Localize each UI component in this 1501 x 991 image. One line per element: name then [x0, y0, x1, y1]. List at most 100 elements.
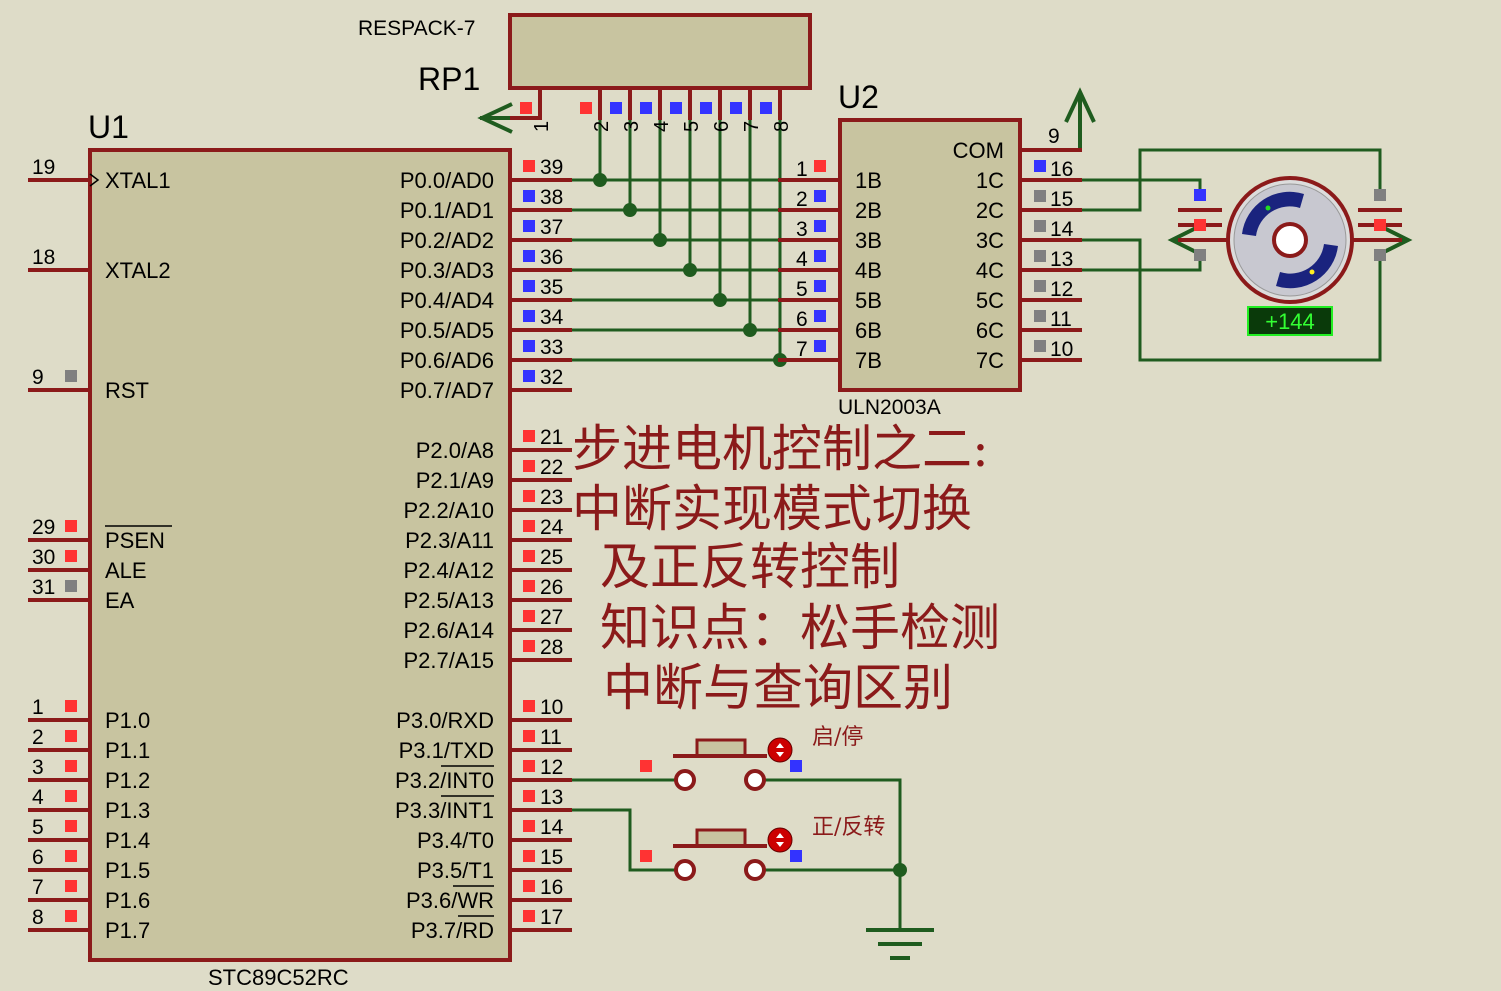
u1-pin-state-square — [523, 730, 535, 742]
u1-pin-label: XTAL2 — [105, 258, 171, 283]
u1-pin-number: 7 — [32, 876, 44, 899]
u1-pin-label: P2.0/A8 — [416, 438, 494, 463]
u1-pin-state-square — [523, 190, 535, 202]
rp1-pin-number: 5 — [681, 121, 703, 132]
rp1-pin-number: 7 — [741, 121, 763, 132]
u1-pin-state-square — [65, 850, 77, 862]
u1-pin-label: P3.2/INT0 — [395, 768, 494, 793]
rp1-pin-number: 3 — [621, 121, 643, 132]
button-toggle-icon — [767, 827, 793, 853]
u1-pin-label: P1.7 — [105, 918, 150, 943]
u1-pin-state-square — [65, 700, 77, 712]
u1-pin-number: 36 — [540, 246, 563, 269]
u1-pin-label: P0.4/AD4 — [400, 288, 494, 313]
u1-pin-state-square — [523, 220, 535, 232]
u1-pin-label: P0.6/AD6 — [400, 348, 494, 373]
motor-shaft — [1272, 222, 1308, 258]
annotation-line: 知识点：松手检测 — [600, 599, 1000, 657]
u1-pin-number: 6 — [32, 846, 44, 869]
u1-pin-number: 26 — [540, 576, 563, 599]
u2-pin-number: 2 — [796, 188, 808, 211]
u1-pin-state-square — [65, 760, 77, 772]
u2-pin-label: 4B — [855, 258, 882, 283]
u1-pin-state-square — [523, 640, 535, 652]
u1-pin-label: P2.5/A13 — [403, 588, 494, 613]
u1-pin-label: P1.2 — [105, 768, 150, 793]
u1-pin-state-square — [65, 550, 77, 562]
u1-pin-number: 32 — [540, 366, 563, 389]
u1-pin-state-square — [523, 880, 535, 892]
u1-pin-state-square — [523, 580, 535, 592]
u2-pin-state-square — [814, 220, 826, 232]
u1-pin-number: 25 — [540, 546, 563, 569]
motor-readout-box — [1247, 306, 1333, 336]
u1-pin-number: 4 — [32, 786, 44, 809]
u2-com-power-arrow — [1064, 87, 1096, 150]
u2-pin-state-square — [814, 340, 826, 352]
button-pin-square — [790, 760, 802, 772]
wire-junction — [653, 233, 667, 247]
annotation-line: 中断实现模式切换 — [572, 480, 972, 538]
motor-rotor-arc — [1276, 244, 1338, 289]
rp1-pin-state-square — [580, 102, 592, 114]
u1-pin-label: XTAL1 — [105, 168, 171, 193]
u2-pin-number: 6 — [796, 308, 808, 331]
u2-ref-label: U2 — [838, 79, 879, 115]
u1-pin-state-square — [523, 310, 535, 322]
wire-junction — [743, 323, 757, 337]
u2-pin-label: 1C — [976, 168, 1004, 193]
motor-indicator — [1265, 205, 1271, 211]
u1-pin-label: RST — [105, 378, 149, 403]
u1-pin-label: P0.0/AD0 — [400, 168, 494, 193]
u2-pin-state-square — [814, 250, 826, 262]
u1-pin-state-square — [65, 520, 77, 532]
rp1-ref-label: RP1 — [418, 61, 480, 97]
u1-pin-label: P0.1/AD1 — [400, 198, 494, 223]
u1-pin-state-square — [523, 790, 535, 802]
u2-pin-state-square — [1034, 250, 1046, 262]
rp1-pin-number: 4 — [651, 121, 673, 132]
u1-pin-label: P1.6 — [105, 888, 150, 913]
start-stop-button[interactable] — [640, 737, 802, 791]
u1-pin-number: 17 — [540, 906, 563, 929]
u1-pin-state-square — [65, 880, 77, 892]
u2-pin-label: 5B — [855, 288, 882, 313]
u1-pin-label: P3.0/RXD — [396, 708, 494, 733]
u2-pin-number: 4 — [796, 248, 808, 271]
u1-pin-number: 13 — [540, 786, 563, 809]
u1-pin-state-square — [523, 610, 535, 622]
rp1-power-arrow — [477, 102, 513, 134]
rp1-pin-number: 8 — [771, 121, 793, 132]
annotation-line: 及正反转控制 — [600, 538, 900, 596]
wires — [477, 87, 1413, 960]
button-toggle-icon — [767, 737, 793, 763]
u1-pin-number: 24 — [540, 516, 564, 539]
u1-pin-number: 2 — [32, 726, 44, 749]
u2-pin-number: 3 — [796, 218, 808, 241]
u2-pin-label: 4C — [976, 258, 1004, 283]
rp1-body — [508, 13, 812, 90]
u1-pin-state-square — [65, 790, 77, 802]
wire-junction — [683, 263, 697, 277]
u2-pin-state-square — [814, 190, 826, 202]
direction-button[interactable] — [640, 827, 802, 881]
u2-pin-number: 5 — [796, 278, 808, 301]
u1-pin-number: 9 — [32, 366, 44, 389]
u1-pin-number: 18 — [32, 246, 55, 269]
u1-pin-number: 23 — [540, 486, 563, 509]
u1-pin-number: 34 — [540, 306, 564, 329]
u1-pin-number: 10 — [540, 696, 563, 719]
u2-pin-number: 16 — [1050, 158, 1073, 181]
u1-pin-number: 11 — [540, 726, 562, 749]
motor-pin-square — [1194, 219, 1206, 231]
u2-pin-state-square — [1034, 220, 1046, 232]
u2-part-label: ULN2003A — [838, 396, 941, 419]
rp1-pin-state-square — [610, 102, 622, 114]
u2-pin-number: 12 — [1050, 278, 1073, 301]
u1-pin-state-square — [523, 820, 535, 832]
u1-pin-label: P1.0 — [105, 708, 150, 733]
button-cap — [695, 828, 747, 848]
u1-pin-label: P3.1/TXD — [399, 738, 494, 763]
wire-junction — [893, 863, 907, 877]
